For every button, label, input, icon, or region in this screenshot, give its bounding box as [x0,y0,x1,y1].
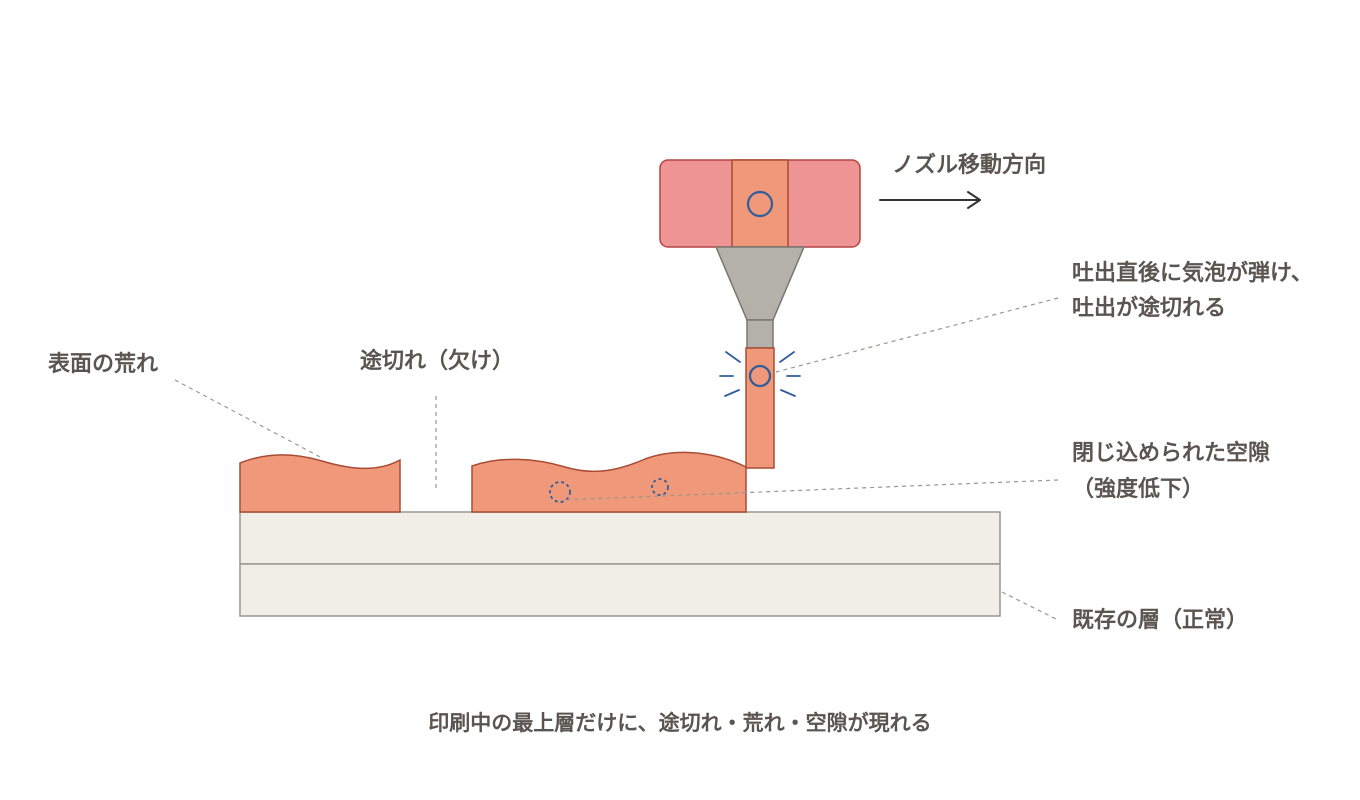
diagram-caption: 印刷中の最上層だけに、途切れ・荒れ・空隙が現れる [428,711,931,735]
nozzle-tip [746,319,774,349]
label-bubble-line2: 吐出が途切れる [1072,295,1226,321]
leader-bubble-burst [775,297,1059,373]
nozzle [659,159,861,469]
leader-surface-rough [174,379,323,459]
existing-layer-bottom [239,563,1001,617]
label-gap-missing: 途切れ（欠け） [360,348,514,374]
top-layer-segment-voids [471,451,747,513]
label-existing-layer: 既存の層（正常） [1072,607,1248,633]
direction-arrow [879,191,981,209]
label-bubble-line1: 吐出直後に気泡が弾け、 [1072,260,1313,286]
existing-layers [239,511,1001,617]
nozzle-cone [714,246,806,321]
top-layer-segment-rough [239,454,401,513]
extruded-filament [745,347,775,469]
void-bubble-1 [549,481,571,503]
existing-layer-top [239,511,1001,565]
label-nozzle-direction: ノズル移動方向 [892,152,1046,178]
nozzle-filament-channel [731,159,789,248]
label-void-line2: （強度低下） [1072,476,1204,502]
bursting-bubble-icon [748,364,772,388]
leader-void [561,479,1059,501]
label-void-line1: 閉じ込められた空隙 [1072,440,1270,466]
void-bubble-2 [651,478,669,496]
leader-existing-layer [1001,591,1059,621]
nozzle-bubble-icon [746,190,774,218]
burst-spark-lines [719,351,801,397]
label-surface-rough: 表面の荒れ [48,352,158,377]
